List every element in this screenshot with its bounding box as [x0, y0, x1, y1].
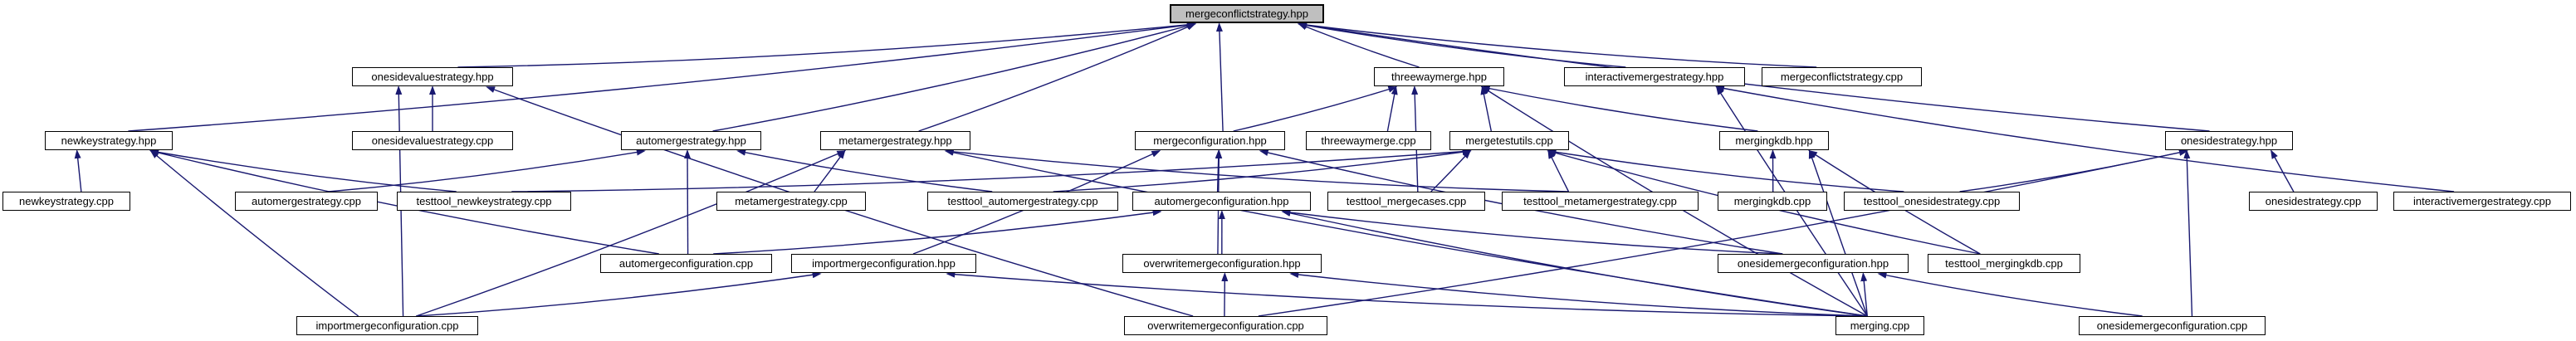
- edge-imc_cpp-to-nks_hpp: [149, 149, 359, 317]
- edge-mkdb_hpp-to-twm_hpp: [1480, 85, 1758, 132]
- graph-node-testtool_newkeystrategy-cpp[interactable]: testtool_newkeystrategy.cpp: [397, 192, 571, 211]
- edge-tt_nks-to-mtu_cpp: [511, 148, 1472, 192]
- graph-node-threewaymerge-cpp[interactable]: threewaymerge.cpp: [1306, 131, 1431, 150]
- edge-oss_cpp-to-oss_hpp: [2270, 149, 2295, 192]
- graph-node-mergingkdb-hpp[interactable]: mergingkdb.hpp: [1719, 131, 1829, 150]
- graph-node-testtool_automergestrategy-cpp[interactable]: testtool_automergestrategy.cpp: [927, 192, 1118, 211]
- edge-mcs_cpp-to-root: [1298, 22, 1817, 68]
- edge-osmc_cpp-to-oss_hpp: [2183, 149, 2193, 317]
- edge-tt_ams-to-mtu_cpp: [1053, 149, 1472, 192]
- edge-osmc_cpp-to-osmc_hpp: [1877, 271, 2143, 317]
- edge-imc_cpp-to-mms_hpp: [416, 150, 847, 317]
- edge-osvs_hpp-to-root: [457, 21, 1196, 68]
- graph-node-onesidevaluestrategy-hpp[interactable]: onesidevaluestrategy.hpp: [352, 67, 513, 86]
- edge-twm_hpp-to-root: [1298, 23, 1420, 68]
- graph-node-newkeystrategy-cpp[interactable]: newkeystrategy.cpp: [2, 192, 130, 211]
- graph-node-onesidestrategy-cpp[interactable]: onesidestrategy.cpp: [2249, 192, 2378, 211]
- edge-tt_mms-to-mms_hpp: [944, 148, 1569, 192]
- graph-node-interactivemergestrategy-cpp[interactable]: interactivemergestrategy.cpp: [2393, 192, 2571, 211]
- edge-twm_cpp-to-twm_hpp: [1386, 85, 1398, 132]
- edge-amc_cpp-to-amc_hpp: [713, 209, 1162, 255]
- graph-node-onesidestrategy-hpp[interactable]: onesidestrategy.hpp: [2165, 131, 2293, 150]
- graph-node-testtool_onesidestrategy-cpp[interactable]: testtool_onesidestrategy.cpp: [1844, 192, 2020, 211]
- edge-ams_hpp-to-root: [712, 22, 1196, 132]
- edge-mms_hpp-to-root: [918, 23, 1196, 132]
- edge-merging_cpp-to-imc_hpp: [946, 270, 1868, 317]
- edge-merging_cpp-to-osmc_hpp: [1860, 272, 1868, 317]
- edge-tt_nks-to-nks_hpp: [149, 149, 457, 192]
- graph-node-testtool_mergecases-cpp[interactable]: testtool_mergecases.cpp: [1327, 192, 1485, 211]
- edge-nks_cpp-to-nks_hpp: [74, 149, 82, 192]
- edge-ims_hpp-to-root: [1298, 22, 1626, 68]
- edge-osmc_hpp-to-amc_hpp: [1281, 209, 1783, 255]
- edge-mtu_cpp-to-twm_hpp: [1480, 85, 1492, 132]
- graph-node-merging-cpp[interactable]: merging.cpp: [1835, 316, 1924, 335]
- graph-node-mergeconfiguration-hpp[interactable]: mergeconfiguration.hpp: [1135, 131, 1285, 150]
- graph-node-overwritemergeconfiguration-hpp[interactable]: overwritemergeconfiguration.hpp: [1122, 254, 1322, 273]
- edge-nks_hpp-to-root: [128, 22, 1196, 132]
- graph-node-interactivemergestrategy-hpp[interactable]: interactivemergestrategy.hpp: [1564, 67, 1745, 86]
- graph-node-threewaymerge-hpp[interactable]: threewaymerge.hpp: [1374, 67, 1504, 86]
- graph-node-onesidemergeconfiguration-hpp[interactable]: onesidemergeconfiguration.hpp: [1718, 254, 1909, 273]
- graph-node-testtool_mergingkdb-cpp[interactable]: testtool_mergingkdb.cpp: [1928, 254, 2080, 273]
- edge-mms_cpp-to-mms_hpp: [814, 149, 846, 192]
- edge-imc_cpp-to-imc_hpp: [416, 271, 822, 317]
- edge-tt_mms-to-mtu_cpp: [1547, 149, 1570, 192]
- graph-node-metamergestrategy-cpp[interactable]: metamergestrategy.cpp: [716, 192, 866, 211]
- graph-node-mergetestutils-cpp[interactable]: mergetestutils.cpp: [1449, 131, 1569, 150]
- graph-node-newkeystrategy-hpp[interactable]: newkeystrategy.hpp: [45, 131, 173, 150]
- edge-tt_oss-to-oss_hpp: [1959, 149, 2188, 192]
- graph-node-importmergeconfiguration-hpp[interactable]: importmergeconfiguration.hpp: [791, 254, 976, 273]
- graph-node-onesidemergeconfiguration-cpp[interactable]: onesidemergeconfiguration.cpp: [2079, 316, 2266, 335]
- edge-mc_hpp-to-twm_hpp: [1233, 85, 1398, 132]
- graph-node-onesidevaluestrategy-cpp[interactable]: onesidevaluestrategy.cpp: [352, 131, 513, 150]
- edge-merging_cpp-to-mms_hpp: [944, 149, 1868, 317]
- graph-node-importmergeconfiguration-cpp[interactable]: importmergeconfiguration.cpp: [296, 316, 478, 335]
- graph-node-mergeconflictstrategy-hpp: mergeconflictstrategy.hpp: [1170, 4, 1324, 23]
- edge-amc_cpp-to-ams_hpp: [684, 149, 692, 255]
- graph-node-overwritemergeconfiguration-cpp[interactable]: overwritemergeconfiguration.cpp: [1124, 316, 1327, 335]
- graph-node-automergestrategy-cpp[interactable]: automergestrategy.cpp: [235, 192, 378, 211]
- edge-ams_cpp-to-ams_hpp: [328, 149, 646, 192]
- edge-owmc_cpp-to-oss_hpp: [1258, 149, 2188, 317]
- graph-node-automergeconfiguration-hpp[interactable]: automergeconfiguration.hpp: [1132, 192, 1311, 211]
- edge-tt_mc-to-mtu_cpp: [1430, 149, 1472, 192]
- graph-node-testtool_metamergestrategy-cpp[interactable]: testtool_metamergestrategy.cpp: [1502, 192, 1699, 211]
- edge-amc_hpp-to-mc_hpp: [1215, 149, 1222, 192]
- edge-merging_cpp-to-mkdb_hpp: [1808, 149, 1868, 317]
- edge-tt_ams-to-ams_hpp: [736, 149, 993, 192]
- graph-node-metamergestrategy-hpp[interactable]: metamergestrategy.hpp: [820, 131, 970, 150]
- graph-node-automergeconfiguration-cpp[interactable]: automergeconfiguration.cpp: [600, 254, 772, 273]
- edge-tt_oss-to-mtu_cpp: [1547, 149, 1904, 192]
- graph-node-automergestrategy-hpp[interactable]: automergestrategy.hpp: [621, 131, 761, 150]
- edge-merging_cpp-to-owmc_hpp: [1289, 271, 1868, 317]
- graph-node-mergingkdb-cpp[interactable]: mergingkdb.cpp: [1718, 192, 1827, 211]
- edge-mc_hpp-to-root: [1215, 22, 1224, 132]
- graph-node-mergeconflictstrategy-cpp[interactable]: mergeconflictstrategy.cpp: [1762, 67, 1922, 86]
